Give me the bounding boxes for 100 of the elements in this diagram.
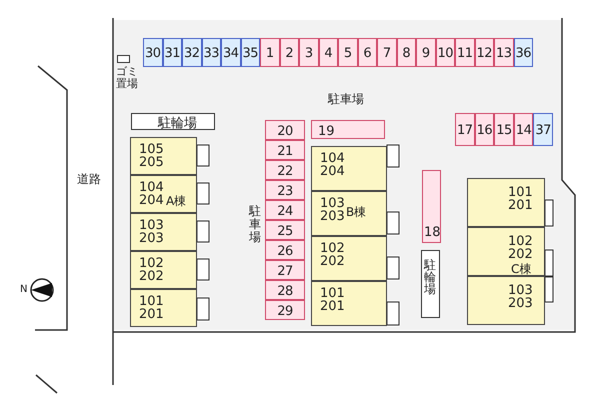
label-text: 21: [276, 144, 294, 158]
label-text: 14: [514, 124, 532, 137]
parking-space: [162, 38, 182, 67]
apartment-unit: [467, 178, 545, 227]
bicycle-parking: [421, 250, 440, 318]
label-text: 駐輪場: [158, 116, 197, 130]
apartment-unit: [311, 236, 387, 281]
label-text: 15: [495, 124, 513, 137]
area-label: 道路: [77, 173, 101, 186]
apartment-unit: [130, 175, 197, 213]
parking-space: [182, 38, 202, 67]
label-text: 22: [276, 164, 294, 178]
label-text: 35: [242, 47, 259, 60]
parking-space: [494, 38, 514, 67]
label-text: 37: [534, 124, 552, 137]
label-text: 32: [183, 47, 200, 60]
label-text: 3: [304, 47, 314, 60]
apartment-unit: [311, 146, 387, 191]
area-label: A棟: [166, 195, 186, 208]
label-text: 101 201: [320, 287, 346, 313]
label-text: 26: [276, 244, 294, 258]
label-text: 104 204: [320, 152, 346, 178]
label-text: 9: [420, 47, 431, 60]
label-text: 102 202: [320, 242, 346, 268]
apartment-unit: [130, 251, 197, 289]
parking-space: [311, 120, 385, 139]
label-text: 101 201: [508, 186, 534, 212]
label-text: 1: [264, 47, 275, 60]
label-text: 13: [495, 47, 512, 60]
parking-space: [338, 38, 358, 67]
parking-space: [265, 160, 305, 180]
label-text: 105 205: [139, 143, 165, 169]
parking-space: [265, 280, 305, 300]
apartment-unit: [467, 227, 545, 276]
parking-space: [265, 300, 305, 320]
apartment-unit: [130, 213, 197, 251]
parking-space: [358, 38, 377, 67]
area-label: 駐車場: [328, 93, 364, 106]
garbage-area: [117, 55, 130, 63]
label-text: 36: [514, 47, 532, 60]
label-text: 5: [342, 47, 353, 60]
label-text: 101 201: [139, 295, 165, 321]
label-text: 12: [476, 47, 493, 60]
parking-space: [436, 38, 455, 67]
label-text: 104 204: [139, 181, 165, 207]
label-text: 102 202: [139, 257, 165, 283]
parking-space: [494, 113, 514, 146]
area-label: ゴミ置場: [116, 66, 139, 90]
label-text: 10: [436, 47, 454, 60]
label-text: 28: [276, 284, 294, 298]
label-text: 103 203: [508, 284, 534, 310]
parking-space: [265, 260, 305, 280]
label-text: 103 203: [139, 219, 165, 245]
parking-space: [143, 38, 162, 67]
label-text: 16: [476, 124, 494, 137]
label-text: 23: [276, 184, 294, 198]
parking-space: [265, 120, 305, 140]
apartment-unit: [311, 191, 387, 236]
label-text: 31: [164, 47, 181, 60]
label-text: 103 203: [320, 197, 346, 223]
area-label: 駐車場: [249, 205, 261, 245]
label-text: 30: [144, 47, 162, 60]
area-label: B棟: [346, 206, 366, 220]
north-label: N: [20, 284, 28, 295]
apartment-unit: [467, 276, 545, 325]
label-text: 34: [222, 47, 240, 60]
parking-space: [260, 38, 280, 67]
parking-space: [280, 38, 299, 67]
bicycle-parking: [131, 113, 215, 130]
label-text: 29: [276, 304, 294, 318]
parking-space: [455, 38, 474, 67]
parking-space: [318, 38, 338, 67]
parking-space: [265, 240, 305, 260]
label-text: 19: [318, 124, 335, 138]
parking-space: [265, 200, 305, 220]
label-text: 25: [276, 224, 294, 238]
apartment-unit: [130, 137, 197, 175]
parking-space: [377, 38, 396, 67]
parking-space: [474, 38, 494, 67]
label-text: 駐輪場: [424, 259, 436, 295]
parking-space: [240, 38, 260, 67]
label-text: 7: [382, 47, 392, 60]
apartment-unit: [311, 281, 387, 326]
label-text: 20: [276, 124, 294, 138]
label-text: 11: [456, 47, 474, 60]
label-text: 6: [362, 47, 372, 60]
parking-space: [533, 113, 553, 146]
parking-space: [265, 180, 305, 200]
parking-space: [416, 38, 436, 67]
label-text: 27: [276, 264, 294, 278]
label-text: 24: [276, 204, 294, 218]
parking-space: [265, 220, 305, 240]
label-text: 2: [284, 47, 294, 60]
parking-space: [474, 113, 494, 146]
label-text: 17: [456, 124, 474, 137]
label-text: 8: [401, 47, 412, 60]
label-text: 102 202: [508, 235, 534, 261]
parking-space: [455, 113, 475, 146]
parking-space: [221, 38, 240, 67]
parking-space: [265, 140, 305, 160]
